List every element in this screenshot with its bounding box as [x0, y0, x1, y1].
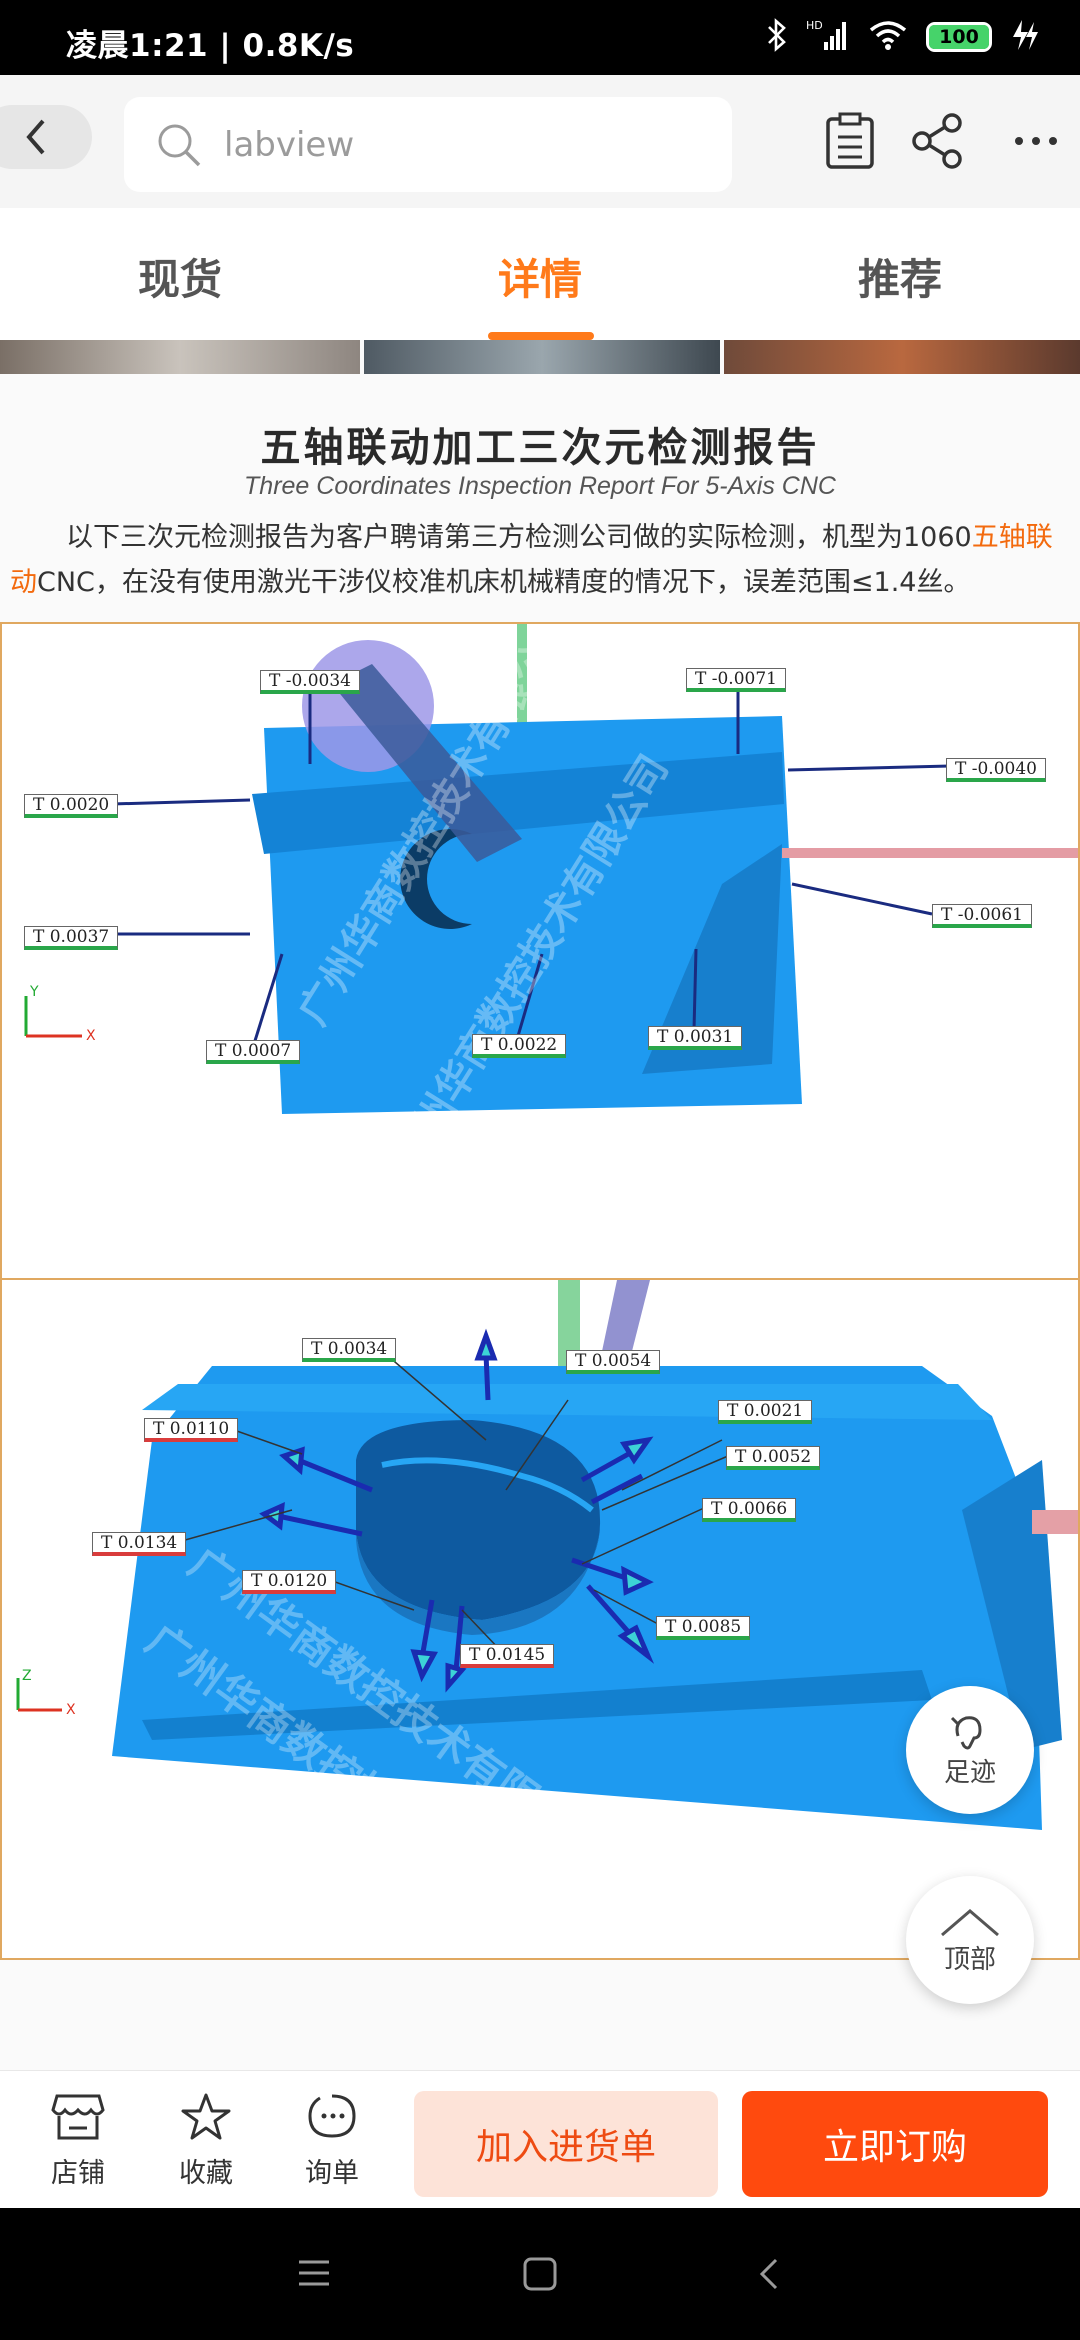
- inquiry-button[interactable]: 询单: [284, 2089, 380, 2190]
- measurement-label: T -0.0040: [946, 758, 1046, 782]
- tab-details[interactable]: 详情: [498, 255, 583, 304]
- inquiry-label: 询单: [305, 2158, 359, 2189]
- back-to-top-button[interactable]: 顶部: [906, 1876, 1034, 2004]
- chevron-left-icon: [26, 119, 45, 155]
- footprint-label: 足迹: [943, 1757, 996, 1788]
- report-paragraph: 以下三次元检测报告为客户聘请第三方检测公司做的实际检测，机型为1060五轴联动C…: [10, 515, 1074, 605]
- svg-text:X: X: [66, 1702, 76, 1718]
- part-render-1: 广州华商数控技术有限公司 广州华商数控技术有限公司 Y X: [24, 624, 1078, 1179]
- tab-bar: 现货 详情 推荐: [0, 208, 1080, 340]
- tab-indicator: [488, 332, 594, 340]
- svg-text:Y: Y: [29, 984, 39, 1000]
- inquiry-icon: [308, 2094, 356, 2138]
- wifi-icon: [868, 18, 908, 56]
- photo-thumbnail: [0, 340, 360, 374]
- measurement-label: T 0.0085: [656, 1616, 751, 1640]
- status-bar: 凌晨1:21 | 0.8K/s HD 100: [0, 0, 1080, 75]
- svg-text:X: X: [86, 1028, 96, 1044]
- status-icons: HD 100: [766, 18, 1040, 56]
- footprint-icon: [950, 1715, 982, 1749]
- svg-text:Z: Z: [22, 1668, 32, 1684]
- bottom-action-bar: 店铺 收藏 询单 加入进货单 立即订购: [0, 2070, 1080, 2208]
- report-text: CNC，在没有使用激光干涉仪校准机床机械精度的情况下，误差范围≤1.4丝。: [37, 567, 971, 598]
- measurement-label: T 0.0037: [24, 926, 119, 950]
- measurement-label: T 0.0034: [302, 1338, 397, 1362]
- chevron-up-icon: [941, 1908, 999, 1936]
- order-now-button[interactable]: 立即订购: [742, 2091, 1048, 2197]
- more-icon[interactable]: [1004, 109, 1068, 173]
- list-icon[interactable]: [818, 109, 882, 173]
- measurement-label: T 0.0120: [242, 1570, 337, 1594]
- top-bar: labview: [0, 75, 1080, 208]
- star-icon: [181, 2093, 231, 2140]
- report-title: 五轴联动加工三次元检测报告: [260, 425, 820, 471]
- share-icon[interactable]: [906, 109, 970, 173]
- battery-icon: 100: [926, 22, 992, 52]
- back-to-top-label: 顶部: [943, 1944, 996, 1975]
- report-subtitle: Three Coordinates Inspection Report For …: [244, 472, 836, 500]
- favorite-button[interactable]: 收藏: [158, 2089, 254, 2190]
- axis-indicator: Y X: [24, 984, 96, 1044]
- footprint-button[interactable]: 足迹: [906, 1686, 1034, 1814]
- signal-icon: HD: [806, 18, 850, 56]
- measurement-label: T 0.0110: [144, 1418, 239, 1442]
- search-input[interactable]: labview: [124, 97, 732, 192]
- measurement-label: T -0.0034: [260, 670, 360, 694]
- svg-text:HD: HD: [806, 19, 823, 32]
- report-highlight: 五轴联动: [10, 522, 1053, 598]
- system-nav-bar: [0, 2208, 1080, 2340]
- measurement-label: T -0.0061: [932, 904, 1032, 928]
- measurement-label: T 0.0031: [648, 1026, 743, 1050]
- back-nav-icon[interactable]: [756, 2256, 782, 2292]
- tab-recommend[interactable]: 推荐: [858, 255, 943, 304]
- part-render-2: 广州华商数控技术有限公司 广州华商数控技术有限公司 Z X: [16, 1280, 1078, 1951]
- measurement-label: T 0.0066: [702, 1498, 797, 1522]
- search-placeholder: labview: [224, 124, 355, 165]
- photo-thumbnail: [724, 340, 1080, 374]
- home-icon[interactable]: [522, 2256, 558, 2292]
- status-time: 凌晨1:21 | 0.8K/s: [66, 28, 355, 64]
- detail-content: 五轴联动加工三次元检测报告 Three Coordinates Inspecti…: [0, 340, 1080, 2070]
- measurement-label: T 0.0020: [24, 794, 119, 818]
- inspection-image-1: 广州华商数控技术有限公司 广州华商数控技术有限公司 Y X T -0.0034 …: [0, 622, 1080, 1280]
- measurement-label: T 0.0022: [472, 1034, 567, 1058]
- report-text: 以下三次元检测报告为客户聘请第三方检测公司做的实际检测，机型为1060: [66, 522, 972, 553]
- battery-level: 100: [929, 25, 989, 49]
- measurement-label: T 0.0052: [726, 1446, 821, 1470]
- tab-stock[interactable]: 现货: [138, 255, 223, 304]
- measurement-label: T 0.0054: [566, 1350, 661, 1374]
- store-icon: [51, 2094, 105, 2140]
- measurement-label: T -0.0071: [686, 668, 786, 692]
- measurement-label: T 0.0145: [460, 1644, 555, 1668]
- back-button[interactable]: [0, 105, 92, 169]
- bluetooth-icon: [766, 18, 788, 56]
- inspection-image-2: 广州华商数控技术有限公司 广州华商数控技术有限公司 Z X T 0.0034 T…: [0, 1280, 1080, 1960]
- menu-icon[interactable]: [296, 2256, 332, 2290]
- measurement-label: T 0.0007: [206, 1040, 301, 1064]
- charging-icon: [1010, 18, 1040, 56]
- store-label: 店铺: [51, 2158, 105, 2189]
- favorite-label: 收藏: [179, 2158, 233, 2189]
- search-icon: [158, 124, 201, 166]
- axis-indicator: Z X: [16, 1668, 76, 1718]
- measurement-label: T 0.0134: [92, 1532, 187, 1556]
- photo-thumbnail: [364, 340, 720, 374]
- measurement-label: T 0.0021: [718, 1400, 813, 1424]
- store-button[interactable]: 店铺: [30, 2089, 126, 2190]
- add-to-purchase-list-button[interactable]: 加入进货单: [414, 2091, 718, 2197]
